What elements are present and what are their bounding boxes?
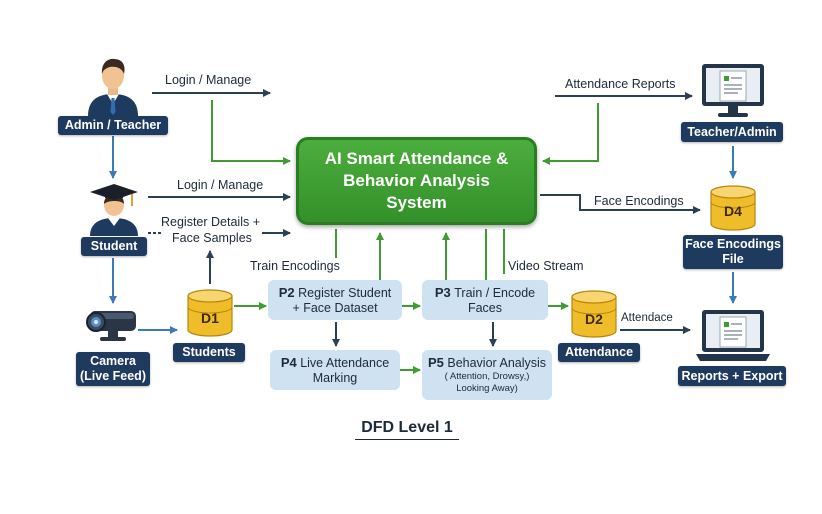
- flow-label-login-manage-admin: Login / Manage: [165, 73, 252, 87]
- p2-line2: + Face Dataset: [292, 300, 378, 315]
- person-tie-icon: [88, 58, 138, 116]
- flow-label-train-encodings: Train Encodings: [250, 259, 340, 273]
- p5-sub1: ( Attention, Drowsy,): [444, 371, 530, 382]
- process-p2: P2 Register Student + Face Dataset: [268, 280, 402, 320]
- entity-teacher-admin: Teacher/Admin: [681, 122, 783, 142]
- store-d4-line2: File: [722, 252, 744, 266]
- diagram-title: DFD Level 1: [355, 419, 459, 440]
- p4-num: P4: [280, 354, 297, 370]
- p5-sub2: Looking Away): [456, 383, 518, 394]
- camera-icon: [86, 311, 136, 341]
- store-d1-id: D1: [201, 310, 219, 326]
- database-icon: [710, 185, 756, 231]
- p4-line1: Live Attendance: [300, 355, 390, 370]
- process-p4: P4 Live Attendance Marking: [270, 350, 400, 390]
- flow-label-login-manage-student: Login / Manage: [177, 178, 264, 192]
- p3-line2: Faces: [467, 300, 503, 315]
- p4-line2: Marking: [312, 370, 358, 385]
- store-d4-name: Face Encodings File: [683, 235, 783, 269]
- arrow-system-d4: [540, 194, 701, 214]
- camera-label-line1: Camera: [90, 354, 136, 368]
- main-process-line1: AI Smart Attendance &: [324, 149, 509, 168]
- graduate-icon: [90, 184, 138, 236]
- store-d4-line1: Face Encodings: [685, 237, 781, 251]
- monitor-report-icon: [702, 64, 764, 117]
- store-d2-name: Attendance: [558, 343, 640, 362]
- flow-label-register-details-2: Face Samples: [172, 231, 252, 245]
- p5-line1: Behavior Analysis: [447, 356, 547, 370]
- store-d1-name: Students: [173, 343, 245, 362]
- entity-camera: Camera (Live Feed): [76, 352, 150, 386]
- main-system-process: AI Smart Attendance & Behavior Analysis …: [296, 137, 537, 225]
- laptop-report-icon: [696, 310, 770, 361]
- flow-label-register-details-1: Register Details +: [161, 215, 260, 229]
- p2-line1: Register Student: [298, 285, 392, 300]
- main-process-line2: Behavior Analysis: [343, 171, 490, 190]
- arrow-right-to-system: [542, 103, 599, 165]
- flow-label-attendance-reports: Attendance Reports: [565, 77, 676, 91]
- entity-admin-teacher: Admin / Teacher: [58, 116, 168, 135]
- p3-num: P3: [434, 284, 451, 300]
- process-p3: P3 Train / Encode Faces: [422, 280, 548, 320]
- entity-reports-export: Reports + Export: [678, 366, 786, 386]
- database-icon: [571, 290, 617, 338]
- flow-label-video-stream: Video Stream: [508, 259, 584, 273]
- flow-label-attendace: Attendace: [621, 312, 673, 324]
- p3-line1: Train / Encode: [454, 285, 536, 300]
- flow-label-face-encodings: Face Encodings: [594, 194, 684, 208]
- main-process-line3: System: [386, 193, 447, 212]
- entity-student: Student: [81, 237, 147, 256]
- process-p5: P5 Behavior Analysis ( Attention, Drowsy…: [422, 350, 552, 400]
- store-d2-id: D2: [585, 311, 603, 327]
- camera-label-line2: (Live Feed): [80, 369, 146, 383]
- p2-num: P2: [278, 284, 295, 300]
- database-icon: [187, 289, 233, 337]
- arrow-admin-to-system: [211, 100, 291, 165]
- p5-num: P5: [427, 355, 444, 370]
- store-d4-id: D4: [724, 203, 742, 219]
